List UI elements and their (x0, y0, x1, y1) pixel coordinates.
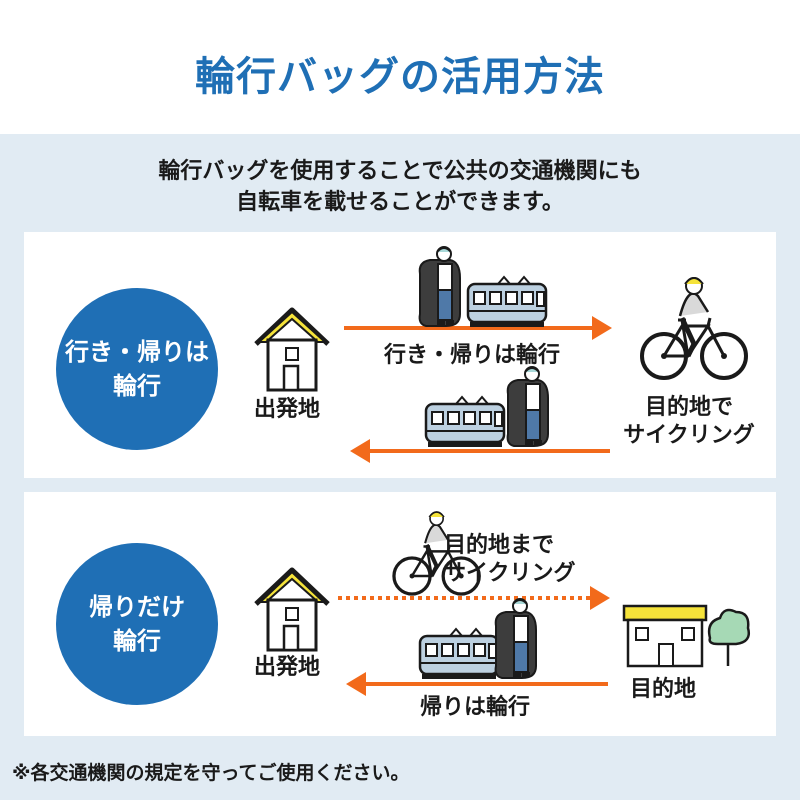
ride-label-line-1: 目的地まで (444, 533, 555, 558)
arrow-left-icon (350, 439, 610, 463)
destination-label-return-only: 目的地 (630, 677, 697, 702)
badge-return-only-line-2: 輪行 (113, 627, 161, 655)
destination-label-round-trip: 目的地で サイクリング (614, 394, 764, 450)
cyclist-icon (642, 278, 746, 378)
page-title: 輪行バッグの活用方法 (195, 54, 605, 100)
badge-return-only-line-1: 帰りだけ (89, 593, 185, 621)
badge-round-trip: 行き・帰りは 輪行 (56, 288, 218, 450)
footnote: ※各交通機関の規定を守ってご使用ください。 (12, 762, 410, 784)
building-icon (622, 604, 708, 668)
badge-round-trip-line-2: 輪行 (113, 372, 161, 400)
return-label-return-only: 帰りは輪行 (420, 695, 531, 720)
house-icon (254, 567, 330, 652)
origin-label-round-trip: 出発地 (254, 397, 321, 422)
badge-round-trip-line-1: 行き・帰りは (65, 338, 209, 366)
intro-line-2: 自転車を載せることができます。 (236, 190, 564, 215)
ride-label-return-only: 目的地まで サイクリング (444, 532, 576, 588)
bike-bag-person-icon (418, 246, 461, 327)
route-label-round-trip: 行き・帰りは輪行 (384, 343, 561, 368)
arrow-left-icon (346, 672, 608, 696)
train-icon (424, 395, 506, 449)
arrow-right-icon (344, 316, 612, 340)
dotted-arrow-right-icon (338, 586, 610, 610)
origin-label-return-only: 出発地 (254, 655, 321, 680)
ride-label-line-2: サイクリング (444, 561, 576, 586)
destination-line-1: 目的地で (644, 395, 733, 420)
bike-bag-person-icon (506, 366, 549, 447)
house-icon (254, 307, 330, 392)
destination-line-2: サイクリング (623, 423, 755, 448)
bike-bag-person-icon (494, 598, 537, 679)
intro-line-1: 輪行バッグを使用することで公共の交通機関にも (158, 159, 642, 184)
intro-text: 輪行バッグを使用することで公共の交通機関にも 自転車を載せることができます。 (0, 156, 800, 218)
train-icon (466, 275, 548, 329)
train-icon (418, 627, 500, 681)
badge-return-only: 帰りだけ 輪行 (56, 543, 218, 705)
tree-icon (707, 608, 750, 666)
